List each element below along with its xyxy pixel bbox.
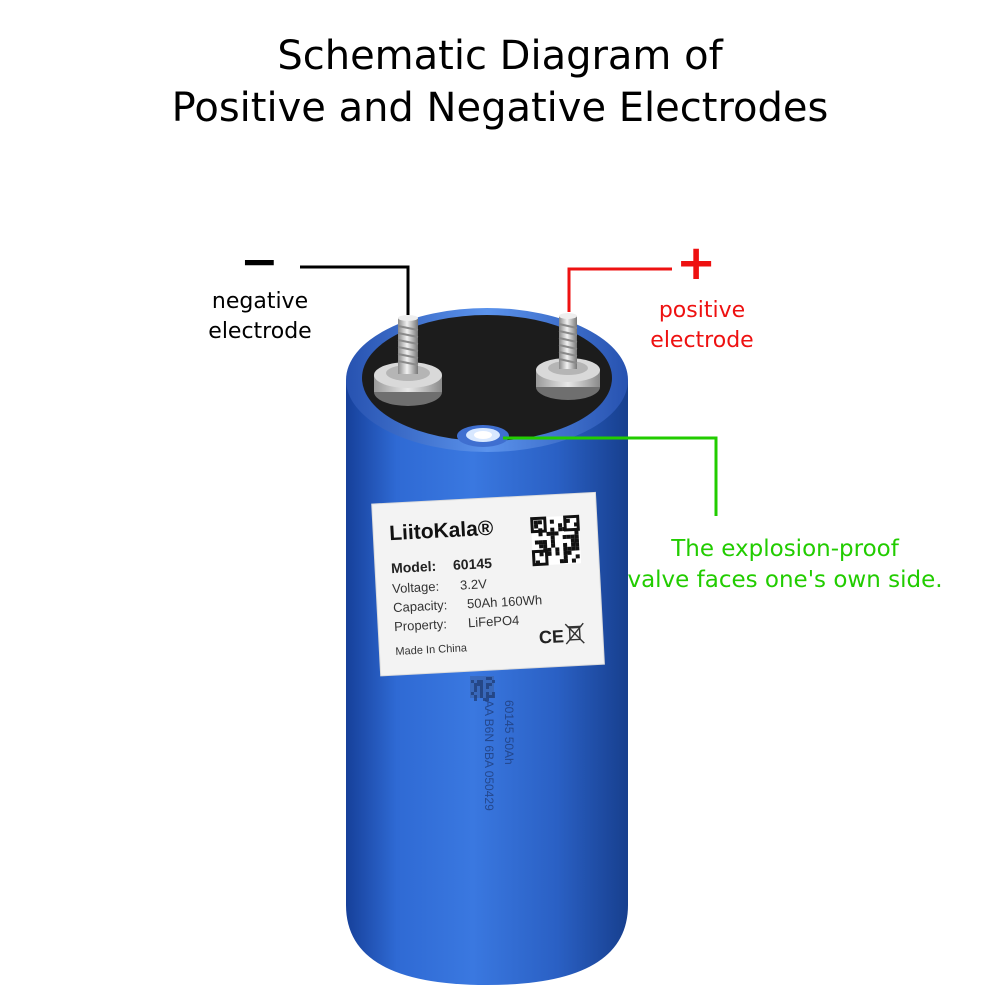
print-line-1: 60145 50Ah [502, 700, 516, 765]
valve-label-line-2: valve faces one's own side. [627, 567, 943, 593]
title-line-1: Schematic Diagram of [277, 33, 723, 79]
positive-electrode-label: positive electrode [622, 296, 782, 356]
positive-terminal [536, 313, 600, 400]
negative-label-line-2: electrode [208, 319, 312, 344]
explosion-proof-valve [457, 425, 509, 447]
model-label: Model: [391, 558, 437, 576]
voltage-label: Voltage: [392, 579, 440, 596]
battery-top-cap [362, 315, 612, 441]
origin-text: Made In China [395, 642, 468, 658]
model-value: 60145 [453, 555, 493, 573]
positive-label-line-1: positive [658, 298, 746, 323]
negative-leader-line [300, 265, 410, 315]
print-line-2: AA B6N 6BA 050429 [482, 700, 496, 811]
negative-label-line-1: negative [211, 289, 309, 314]
valve-label: The explosion-proof valve faces one's ow… [600, 534, 970, 596]
property-label: Property: [394, 616, 447, 634]
ce-mark-icon: CE [538, 626, 564, 647]
title-line-2: Positive and Negative Electrodes [171, 85, 829, 131]
capacity-label: Capacity: [393, 597, 448, 615]
negative-sign: − [240, 234, 279, 288]
body-print-text: 60145 50Ah AA B6N 6BA 050429 [482, 700, 516, 811]
page-title: Schematic Diagram of Positive and Negati… [0, 30, 1000, 134]
battery-label-sticker: LiitoKala® Model: 60145 Voltage: 3.2V Ca… [371, 491, 605, 677]
capacity-value: 50Ah 160Wh [467, 592, 543, 611]
negative-electrode-label: negative electrode [180, 287, 340, 347]
brand-name: LiitoKala® [389, 517, 495, 545]
positive-label-line-2: electrode [650, 328, 754, 353]
qr-code-icon [530, 514, 582, 567]
recycle-bin-icon [564, 622, 585, 645]
valve-label-line-1: The explosion-proof [671, 536, 899, 562]
valve-leader-line [503, 436, 718, 516]
positive-leader-line [567, 267, 672, 312]
negative-terminal [374, 315, 442, 406]
voltage-value: 3.2V [460, 576, 488, 592]
positive-sign: + [676, 235, 717, 291]
body-print-qr [470, 676, 495, 701]
property-value: LiFePO4 [468, 613, 520, 631]
